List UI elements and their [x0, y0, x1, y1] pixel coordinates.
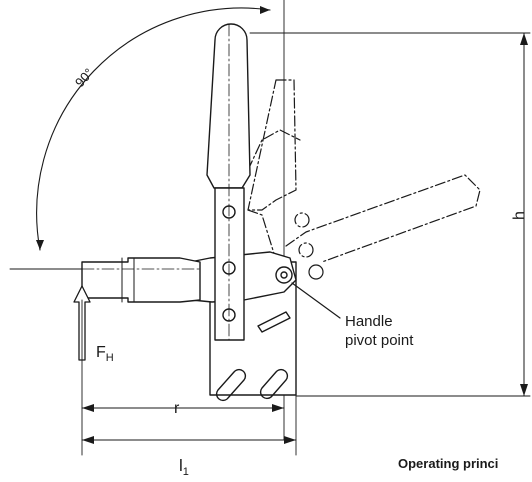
caption-text: Operating princi [398, 456, 499, 471]
r-dimension-label: r [174, 400, 180, 417]
clamp-spindle-arm [81, 257, 201, 303]
handle-pivot-point [275, 266, 293, 284]
angle-arrow-top [260, 6, 270, 14]
force-subscript: H [105, 352, 114, 364]
l1-dimension-label: l1 [179, 456, 189, 478]
handle-link-bar [214, 187, 245, 341]
vertical-handle [206, 23, 251, 189]
force-symbol: F [96, 344, 106, 361]
angle-arc [36, 7, 271, 251]
base-mount-slot-left [215, 368, 247, 402]
base-slot-mark [257, 311, 291, 333]
force-label: FH [96, 344, 114, 364]
l-subscript: 1 [182, 466, 189, 478]
pivot-label-line2: pivot point [345, 332, 414, 349]
alternate-pivot-circle [308, 264, 324, 280]
pivot-leader-line [291, 282, 341, 319]
angle-arrow-bottom [36, 240, 44, 250]
l-symbol: l [179, 456, 183, 475]
handle-alternate-position [247, 79, 481, 263]
pivot-label-line1: Handle [345, 313, 393, 330]
h-dimension-label: h [511, 211, 528, 220]
base-mount-slot-right [259, 368, 289, 400]
